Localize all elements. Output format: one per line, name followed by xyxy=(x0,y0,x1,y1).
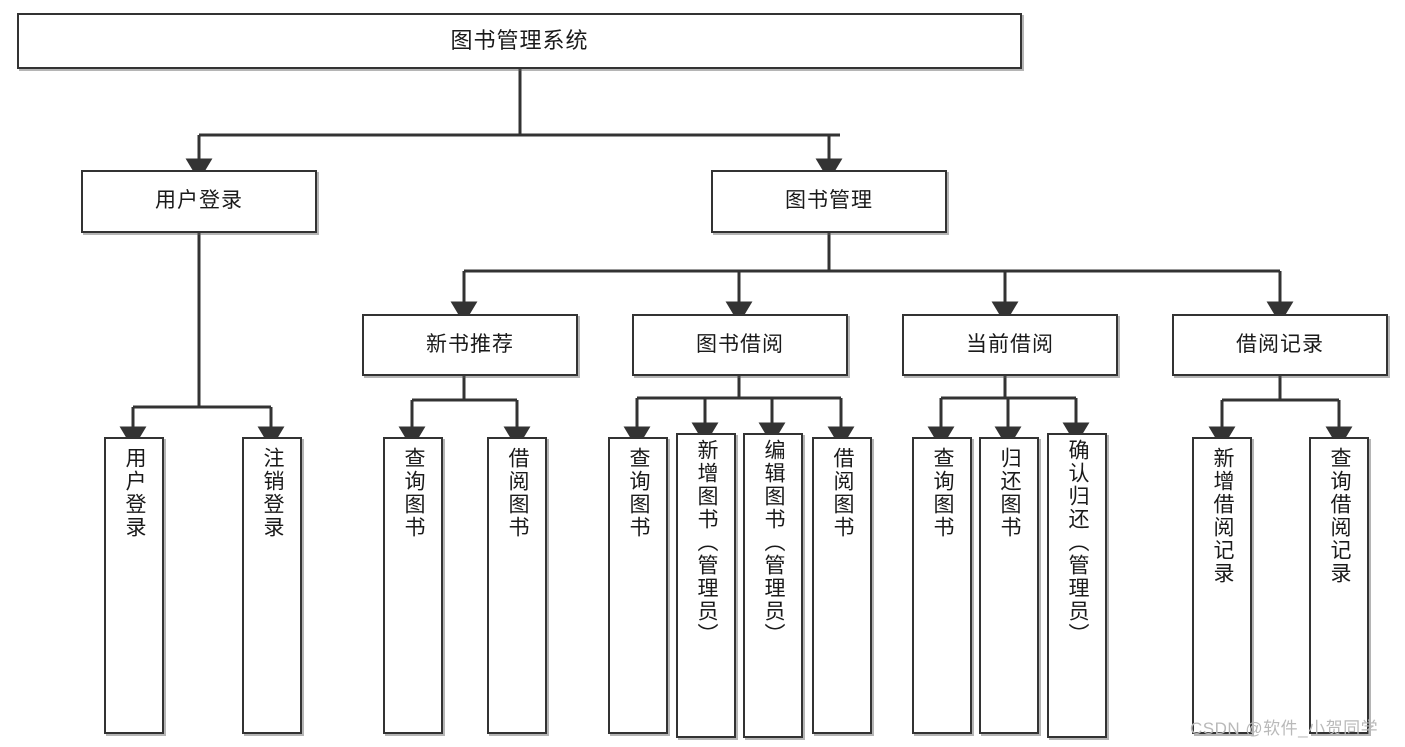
node-leaf-confirm-return-admin[interactable]: 确认归还（管理员） xyxy=(1047,433,1107,738)
node-leaf-query-book-bb[interactable]: 查询图书 xyxy=(608,437,668,734)
node-book-borrow[interactable]: 图书借阅 xyxy=(632,314,848,376)
node-label: 图书管理系统 xyxy=(450,28,589,54)
node-leaf-borrow-book-nb[interactable]: 借阅图书 xyxy=(487,437,547,734)
node-new-book-recommend[interactable]: 新书推荐 xyxy=(362,314,578,376)
node-leaf-add-borrow-record[interactable]: 新增借阅记录 xyxy=(1192,437,1252,734)
node-label: 当前借阅 xyxy=(966,332,1054,356)
node-label: 图书借阅 xyxy=(696,332,784,356)
node-label: 图书管理 xyxy=(785,189,873,213)
node-label: 借阅记录 xyxy=(1236,332,1324,356)
node-label: 查询图书 xyxy=(931,447,955,539)
node-leaf-add-book-admin[interactable]: 新增图书（管理员） xyxy=(676,433,736,738)
node-label: 归还图书 xyxy=(998,447,1022,539)
node-label: 编辑图书（管理员） xyxy=(762,439,786,646)
node-label: 查询图书 xyxy=(627,447,651,539)
node-label: 查询借阅记录 xyxy=(1328,447,1352,585)
node-borrow-record[interactable]: 借阅记录 xyxy=(1172,314,1388,376)
node-leaf-borrow-book-bb[interactable]: 借阅图书 xyxy=(812,437,872,734)
node-leaf-query-book-cb[interactable]: 查询图书 xyxy=(912,437,972,734)
node-label: 确认归还（管理员） xyxy=(1066,439,1090,646)
node-leaf-edit-book-admin[interactable]: 编辑图书（管理员） xyxy=(743,433,803,738)
node-label: 用户登录 xyxy=(123,447,147,539)
node-label: 用户登录 xyxy=(155,189,243,213)
node-label: 借阅图书 xyxy=(506,447,530,539)
node-leaf-query-borrow-record[interactable]: 查询借阅记录 xyxy=(1309,437,1369,734)
node-current-borrow[interactable]: 当前借阅 xyxy=(902,314,1118,376)
node-label: 注销登录 xyxy=(261,447,285,539)
node-label: 新书推荐 xyxy=(426,332,514,356)
node-root-system[interactable]: 图书管理系统 xyxy=(17,13,1022,69)
node-leaf-logout[interactable]: 注销登录 xyxy=(242,437,302,734)
node-leaf-query-book-nb[interactable]: 查询图书 xyxy=(383,437,443,734)
node-label: 查询图书 xyxy=(402,447,426,539)
node-label: 新增图书（管理员） xyxy=(695,439,719,646)
node-label: 借阅图书 xyxy=(831,447,855,539)
watermark-text: CSDN @软件_小贺同学 xyxy=(1190,719,1379,738)
node-leaf-return-book[interactable]: 归还图书 xyxy=(979,437,1039,734)
node-book-management[interactable]: 图书管理 xyxy=(711,170,947,233)
node-label: 新增借阅记录 xyxy=(1211,447,1235,585)
node-leaf-user-login[interactable]: 用户登录 xyxy=(104,437,164,734)
node-user-login[interactable]: 用户登录 xyxy=(81,170,317,233)
